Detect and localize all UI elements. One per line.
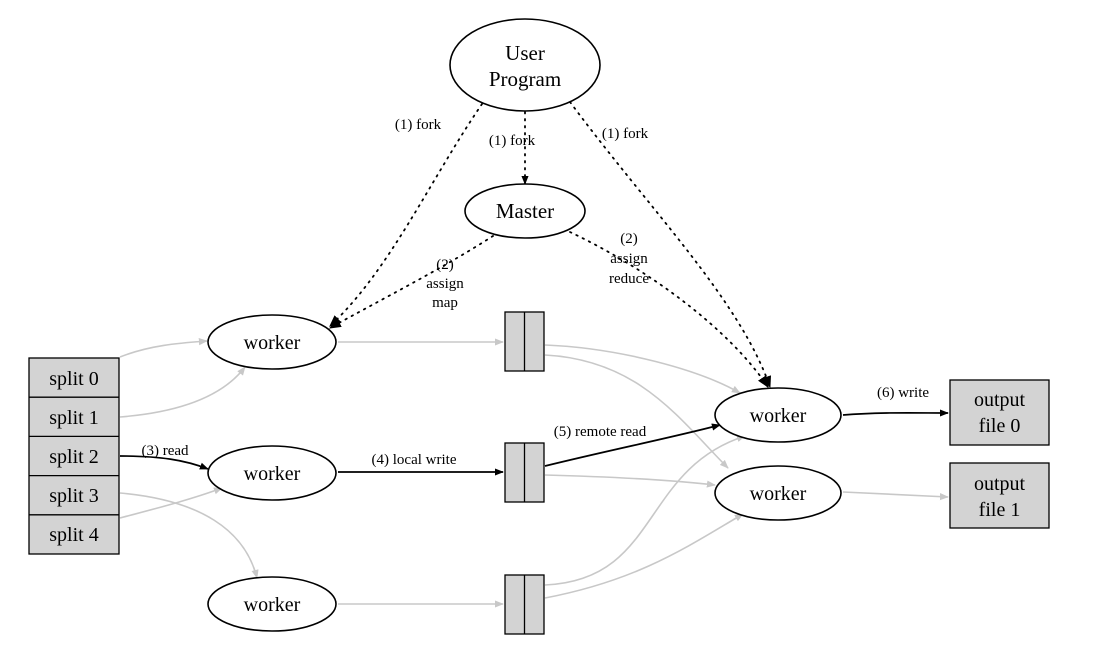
intermediate-file-3 <box>504 574 545 635</box>
split-0-label: split 0 <box>49 368 98 390</box>
edge-reduce1-to-output0 <box>842 409 949 417</box>
output-file-1-label-line2: file 1 <box>979 499 1021 521</box>
master-label: Master <box>496 199 554 223</box>
edge-fork-to-map-worker <box>329 103 483 327</box>
split-1-label: split 1 <box>49 407 98 429</box>
output-file-1-label-line1: output <box>974 473 1026 495</box>
data-edges-secondary <box>119 338 949 608</box>
label-assign-map-line1: (2) <box>436 257 454 273</box>
edge-file2-to-reduce2 <box>544 474 716 488</box>
output-file-0-label-line2: file 0 <box>979 415 1021 437</box>
split-2-label: split 2 <box>49 446 98 468</box>
edge-split3-to-worker3 <box>119 492 259 579</box>
edge-labels: (1) fork (1) fork (1) fork (2) assign ma… <box>141 117 929 468</box>
label-write: (6) write <box>877 385 929 401</box>
edge-file1-to-reduce1 <box>544 344 741 394</box>
output-file-0: output file 0 <box>949 379 1050 446</box>
edge-file3-to-reduce2 <box>544 513 744 599</box>
map-worker-2-label: worker <box>244 463 301 485</box>
output-file-0-label-line1: output <box>974 389 1026 411</box>
map-worker-1: worker <box>207 314 337 370</box>
edge-file2-to-reduce1 <box>544 423 721 467</box>
label-assign-map-line2: assign <box>426 276 464 292</box>
edge-reduce2-to-output1 <box>842 491 949 501</box>
user-program-label-line1: User <box>505 41 545 65</box>
label-fork-right: (1) fork <box>602 126 649 142</box>
label-assign-reduce-line1: (2) <box>620 231 638 247</box>
map-worker-3-label: worker <box>244 594 301 616</box>
map-worker-3: worker <box>207 576 337 632</box>
label-assign-map-line3: map <box>432 295 458 311</box>
master-node: Master <box>464 183 586 239</box>
label-read: (3) read <box>141 443 189 459</box>
edge-assign-map <box>328 235 494 329</box>
edge-assign-reduce <box>569 231 769 388</box>
edge-file3-to-reduce1 <box>544 435 746 586</box>
split-3-label: split 3 <box>49 485 98 507</box>
map-worker-2: worker <box>207 445 337 501</box>
label-fork-center: (1) fork <box>489 133 536 149</box>
intermediate-file-2 <box>504 442 545 503</box>
edge-split4-to-worker2 <box>119 487 223 519</box>
control-edges <box>328 101 772 389</box>
data-edges-highlight <box>119 409 949 476</box>
output-file-1: output file 1 <box>949 462 1050 529</box>
reduce-worker-2-label: worker <box>750 483 807 505</box>
label-assign-reduce-line3: reduce <box>609 271 649 287</box>
label-remote-read: (5) remote read <box>554 424 647 440</box>
reduce-worker-2: worker <box>714 465 842 521</box>
edge-split2-to-worker2 <box>119 455 209 470</box>
edge-file1-to-reduce2 <box>544 354 729 469</box>
label-local-write: (4) local write <box>372 452 457 468</box>
edge-fork-to-reduce-worker <box>569 101 772 389</box>
label-assign-reduce-line2: assign <box>610 251 648 267</box>
input-splits: split 0 split 1 split 2 split 3 split 4 <box>28 357 120 555</box>
reduce-worker-1-label: worker <box>750 405 807 427</box>
intermediate-file-1 <box>504 311 545 372</box>
edge-split1-to-worker1 <box>119 366 246 418</box>
split-4-label: split 4 <box>49 524 98 546</box>
user-program-node: User Program <box>449 18 601 112</box>
map-worker-1-label: worker <box>244 332 301 354</box>
edge-split0-to-worker1 <box>119 338 208 358</box>
user-program-label-line2: Program <box>489 67 561 91</box>
label-fork-left: (1) fork <box>395 117 442 133</box>
reduce-worker-1: worker <box>714 387 842 443</box>
